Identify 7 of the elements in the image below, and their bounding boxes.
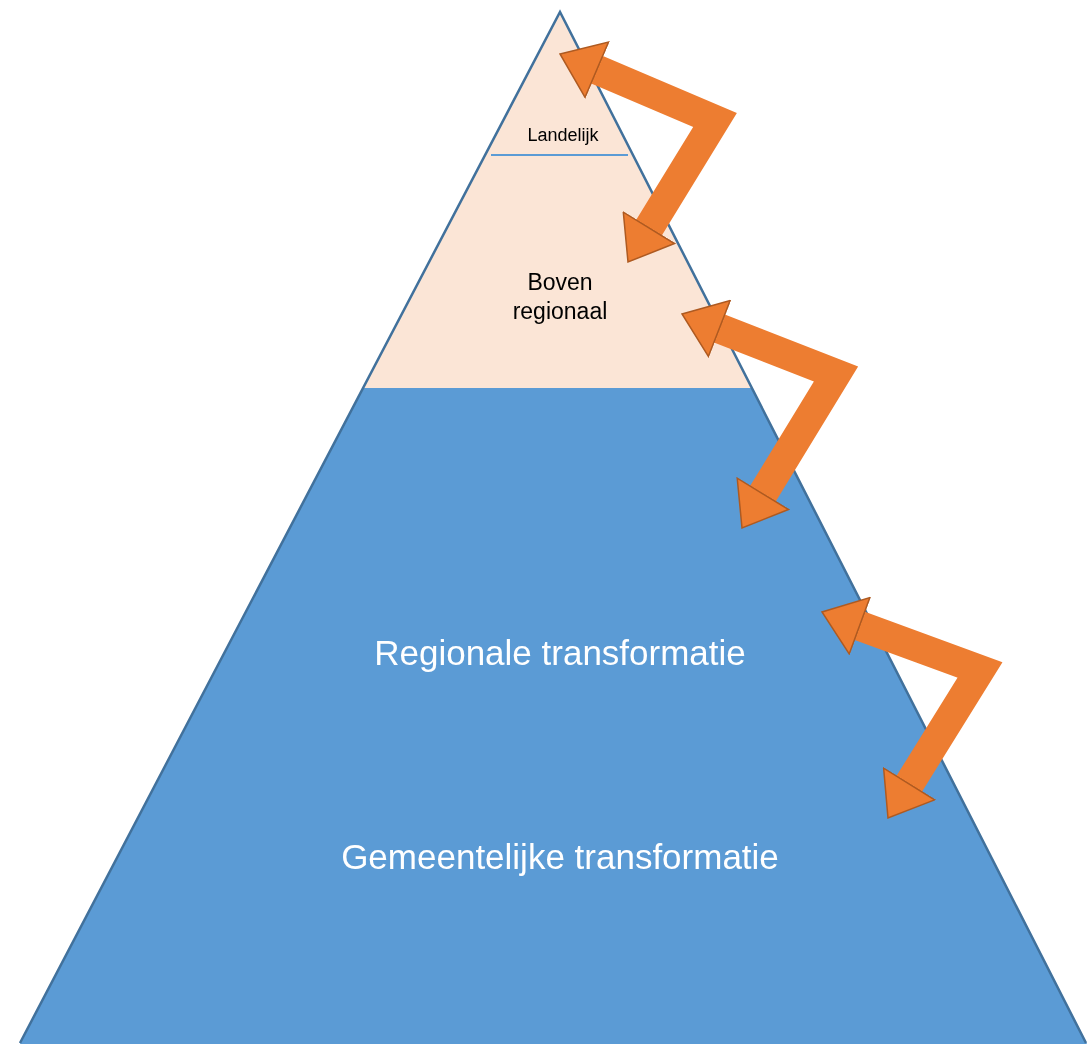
level-label: Boven regionaal xyxy=(511,268,609,326)
double-arrow xyxy=(559,41,737,263)
double-arrow xyxy=(821,596,1003,819)
double-arrow xyxy=(681,299,859,529)
level-label: Landelijk xyxy=(526,123,600,147)
level-label: Gemeentelijke transformatie xyxy=(340,836,780,879)
level-label: Regionale transformatie xyxy=(373,632,747,675)
